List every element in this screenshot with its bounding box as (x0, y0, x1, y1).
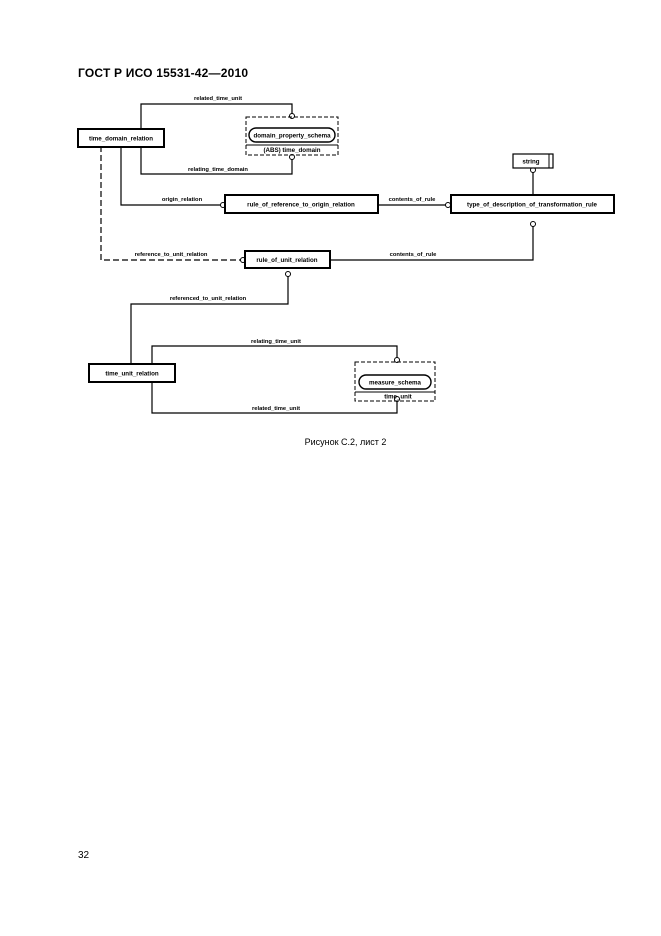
type-box-string (512, 153, 554, 169)
end-circle-contents-of-rule-1 (445, 202, 451, 208)
line-relating-time-unit (151, 345, 398, 364)
schema-ref-box-measure (354, 361, 436, 402)
entity-time-domain-abs: (ABS) time_domain (263, 147, 320, 154)
entity-rule-of-reference-to-origin-relation: rule_of_reference_to_origin_relation (247, 202, 355, 209)
entity-box-time-unit-relation (88, 363, 176, 383)
entity-type-of-description-of-transformation-rule: type_of_description_of_transformation_ru… (467, 202, 598, 209)
schema-pill-measure (358, 374, 432, 390)
line-related-time-unit-top (140, 103, 293, 130)
page-number: 32 (78, 850, 90, 861)
relation-relating-time-domain: relating_time_domain (188, 167, 248, 173)
relation-referenced-to-unit-relation: referenced_to_unit_relation (170, 296, 247, 302)
document-header: ГОСТ Р ИСО 15531-42—2010 (78, 66, 249, 80)
schema-ref-box-domain-property (245, 116, 339, 156)
line-referenced-to-unit-relation (130, 276, 289, 364)
relation-origin-relation: origin_relation (162, 197, 203, 203)
line-origin-relation (120, 146, 221, 206)
figure-caption: Рисунок С.2, лист 2 (304, 437, 387, 447)
end-circle-referenced-to-unit (285, 271, 291, 277)
line-contents-of-rule-2 (330, 222, 534, 261)
line-related-time-unit-bottom (151, 382, 398, 414)
entity-box-rule-of-unit-relation (244, 250, 331, 269)
entity-box-type-of-description (450, 194, 615, 214)
entity-domain-property-schema: domain_property_schema (253, 133, 331, 140)
relation-contents-of-rule-1: contents_of_rule (389, 197, 436, 203)
entity-time-domain-relation: time_domain_relation (89, 136, 153, 143)
entity-box-rule-of-reference (224, 194, 379, 214)
relation-related-time-unit-top: related_time_unit (194, 96, 242, 102)
schema-pill-domain-property (248, 127, 336, 143)
entity-measure-schema: measure_schema (369, 380, 421, 387)
relation-reference-to-unit-relation: reference_to_unit_relation (135, 252, 208, 258)
line-relating-time-domain (140, 146, 293, 175)
figure-caption-wrap: Рисунок С.2, лист 2 (0, 437, 661, 447)
relation-relating-time-unit: relating_time_unit (251, 339, 301, 345)
entity-string: string (522, 159, 539, 166)
entity-time-unit: time_unit (384, 394, 412, 401)
entity-rule-of-unit-relation: rule_of_unit_relation (256, 257, 317, 264)
end-circle-contents-of-rule-2 (530, 221, 536, 227)
relation-contents-of-rule-2: contents_of_rule (390, 252, 437, 258)
relation-related-time-unit-bottom: related_time_unit (252, 406, 300, 412)
entity-box-time-domain-relation (77, 128, 165, 148)
entity-time-unit-relation: time_unit_relation (105, 371, 159, 378)
end-circle-related-time-unit-top (289, 113, 295, 119)
line-reference-to-unit-relation (100, 146, 241, 261)
